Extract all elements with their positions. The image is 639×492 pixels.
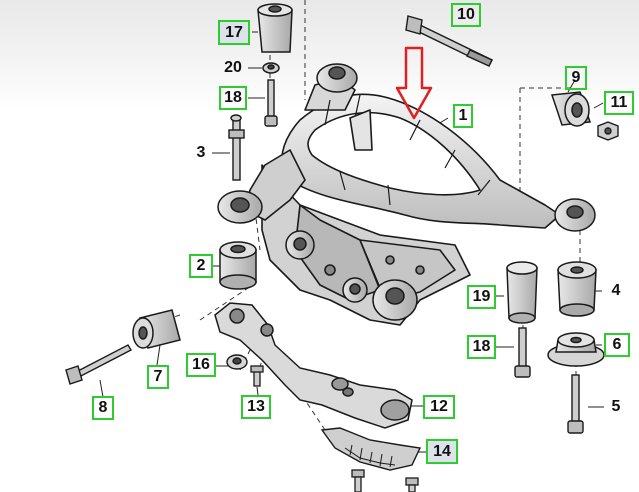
callout-13: 13 — [241, 395, 271, 419]
callout-5: 5 — [611, 398, 621, 415]
bolt-8 — [65, 344, 132, 385]
callout-4: 4 — [611, 282, 621, 299]
bushing-2 — [219, 241, 257, 290]
bushing-17 — [257, 3, 293, 53]
mount-6 — [547, 332, 605, 367]
callout-10: 10 — [451, 3, 481, 27]
bushing-9 — [550, 91, 592, 127]
washer-20 — [262, 62, 280, 74]
bolt-18-right — [514, 327, 531, 378]
bushing-19 — [506, 261, 538, 324]
nut-11 — [597, 121, 619, 141]
bushing-4 — [557, 261, 597, 317]
stud-3 — [228, 114, 245, 181]
bolt-10 — [405, 15, 493, 67]
rear-axle-subframe — [244, 77, 561, 326]
callout-18-top: 18 — [219, 86, 247, 110]
callout-1: 1 — [453, 104, 473, 128]
bolt-5 — [567, 374, 584, 434]
callout-17: 17 — [218, 20, 250, 45]
shield-14 — [320, 427, 422, 471]
bolt-18-top — [264, 79, 278, 127]
bolt-13 — [250, 365, 264, 387]
callout-3: 3 — [196, 144, 206, 161]
callout-2: 2 — [189, 254, 213, 278]
callout-12: 12 — [423, 395, 455, 419]
callout-6: 6 — [604, 333, 630, 357]
bracket-12 — [214, 302, 413, 429]
frame-bushings — [217, 63, 596, 321]
callout-7: 7 — [147, 365, 169, 389]
callout-18-right: 18 — [467, 335, 496, 359]
callout-19: 19 — [467, 285, 496, 309]
bottom-bolts — [351, 469, 419, 492]
callout-20: 20 — [224, 59, 242, 76]
washer-16 — [226, 354, 248, 370]
red-down-arrow-icon — [395, 46, 433, 120]
callout-8: 8 — [92, 396, 114, 420]
callout-9: 9 — [565, 66, 587, 90]
callout-11: 11 — [604, 91, 634, 115]
bushing-7 — [132, 309, 181, 349]
callout-14: 14 — [426, 439, 458, 464]
callout-16: 16 — [186, 353, 216, 377]
